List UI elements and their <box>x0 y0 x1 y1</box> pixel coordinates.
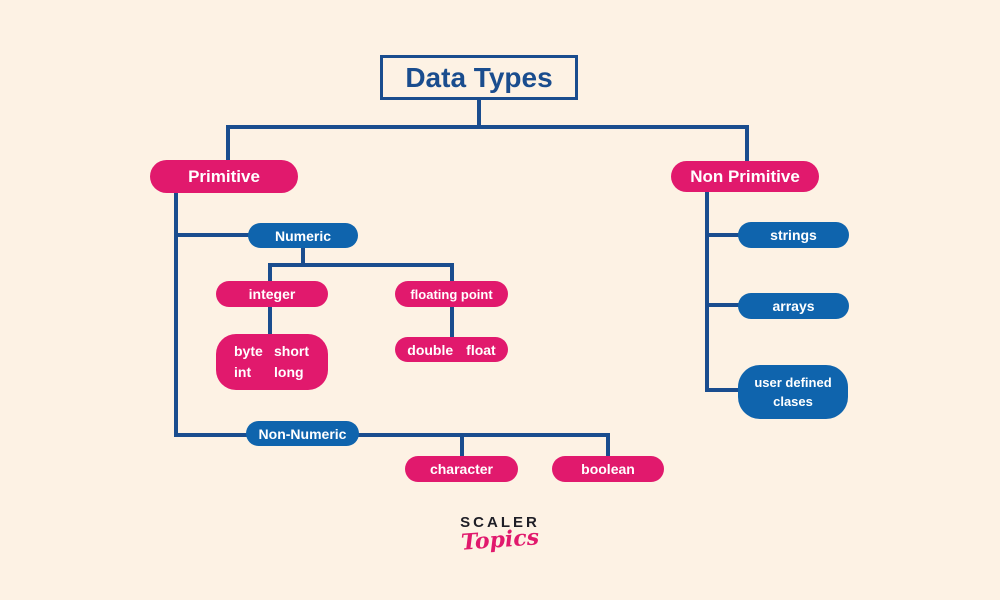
connector-numeric-down-line <box>301 246 305 265</box>
node-non-numeric: Non-Numeric <box>246 421 359 446</box>
connector-arrays-branch-line <box>705 303 740 307</box>
root-node-data-types: Data Types <box>380 55 578 100</box>
label-int: int <box>234 363 252 380</box>
connector-boolean-drop-line <box>606 435 610 458</box>
node-non-primitive: Non Primitive <box>671 161 819 192</box>
label-byte: byte <box>234 342 263 359</box>
label-double: double <box>407 341 454 358</box>
node-byte-short-int-long: byte short int long <box>216 334 328 390</box>
connector-title-down-line <box>477 98 481 129</box>
node-floating-point: floating point <box>395 281 508 307</box>
node-numeric: Numeric <box>248 223 358 248</box>
connector-numeric-branch-line <box>174 233 250 237</box>
connector-top-horizontal-line <box>226 125 749 129</box>
node-user-defined-classes: user defined clases <box>738 365 848 419</box>
label-long: long <box>274 363 304 380</box>
node-double-float: double float <box>395 337 508 362</box>
connector-strings-branch-line <box>705 233 740 237</box>
connector-character-drop-line <box>460 435 464 458</box>
connector-nonnumeric-horizontal-line <box>174 433 610 437</box>
connector-primitive-riser-line <box>174 190 178 437</box>
logo-sub-text: Topics <box>460 524 540 556</box>
node-integer: integer <box>216 281 328 307</box>
connector-nonprimitive-drop-line <box>745 125 749 164</box>
node-primitive: Primitive <box>150 160 298 193</box>
node-boolean: boolean <box>552 456 664 482</box>
logo-brand-text: SCALER <box>460 514 540 531</box>
label-user-defined-line2: clases <box>773 394 813 409</box>
connector-numeric-children-line <box>268 263 454 267</box>
node-arrays: arrays <box>738 293 849 319</box>
label-float: float <box>466 341 496 358</box>
connector-userdefined-branch-line <box>705 388 740 392</box>
scaler-topics-logo: SCALER Topics <box>430 514 570 569</box>
node-strings: strings <box>738 222 849 248</box>
connector-primitive-drop-line <box>226 125 230 163</box>
label-short: short <box>274 342 309 359</box>
node-character: character <box>405 456 518 482</box>
label-user-defined-line1: user defined <box>754 374 832 390</box>
connector-nonprimitive-riser-line <box>705 190 709 392</box>
